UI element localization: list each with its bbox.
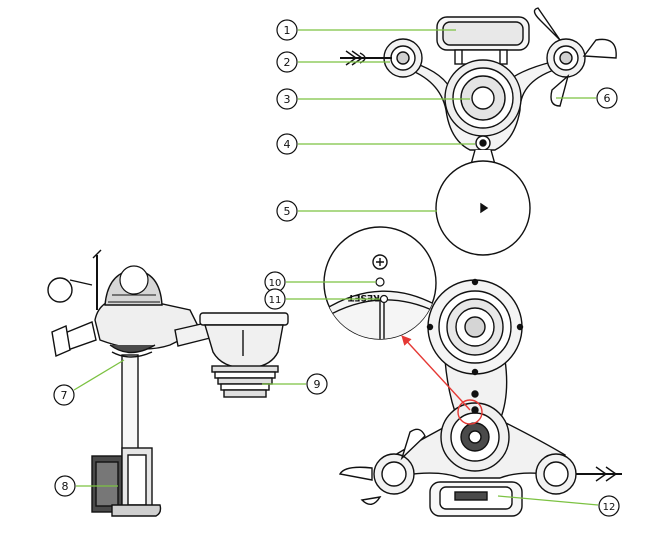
reset-inset: RESET: [323, 226, 437, 340]
svg-text:10: 10: [269, 278, 282, 289]
callout-6: 6: [596, 87, 618, 109]
svg-text:5: 5: [284, 205, 291, 218]
anemometer-cup: [533, 7, 561, 41]
svg-text:9: 9: [314, 378, 321, 391]
svg-text:2: 2: [284, 56, 291, 69]
svg-text:1: 1: [284, 24, 291, 37]
callout-8: 8: [54, 475, 76, 497]
callout-12: 12: [598, 495, 620, 517]
radiation-shield: [211, 365, 279, 398]
callout-2: 2: [276, 51, 298, 73]
rain-gauge-side: [199, 312, 289, 326]
svg-text:4: 4: [284, 138, 291, 151]
side-anemometer-cup: [47, 277, 73, 303]
callout-leaders: [73, 29, 599, 506]
reset-label: RESET: [347, 292, 380, 302]
side-view-sensor: [47, 249, 289, 517]
callout-5: 5: [276, 200, 298, 222]
callout-1: 1: [276, 19, 298, 41]
magnify-arrow: [401, 335, 471, 411]
reset-button: [379, 294, 389, 304]
svg-text:7: 7: [61, 389, 68, 402]
svg-text:3: 3: [284, 93, 291, 106]
callout-11: 11: [264, 288, 286, 310]
svg-text:12: 12: [603, 502, 616, 513]
callout-3: 3: [276, 88, 298, 110]
svg-text:11: 11: [269, 295, 282, 306]
led-indicator: [375, 277, 385, 287]
magnify-highlight: [457, 399, 483, 425]
callout-4: 4: [276, 133, 298, 155]
svg-text:8: 8: [62, 480, 69, 493]
top-view-sensor: [340, 7, 617, 256]
callout-9: 9: [306, 373, 328, 395]
callout-7: 7: [53, 384, 75, 406]
svg-text:6: 6: [604, 92, 611, 105]
